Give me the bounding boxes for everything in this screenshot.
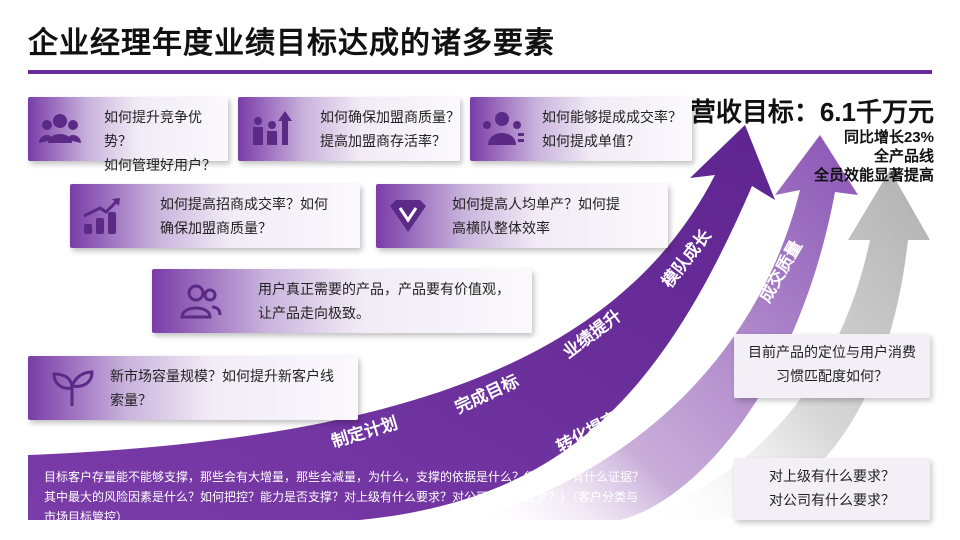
card-line: 如何提高招商成交率？如何 [160,196,328,212]
card-line: 对公司有什么要求？ [769,492,895,508]
purple-arrow [28,125,775,520]
card-line: 如何确保加盟商质量？ [320,109,460,125]
bottom-note: 目标客户存量能不能够支撑，那些会有大增量，那些会减量，为什么，支撑的依据是什么？… [28,455,648,524]
question-card: 如何提升竞争优势？ 如何管理好用户？ [28,97,228,173]
card-line: 提高加盟商存活率？ [320,133,446,149]
goal-line: 同比增长23% [843,129,934,146]
card-line: 如何提升竞争优势？ [104,109,202,149]
card-line: 目前产品的定位与用户消费 [748,344,916,360]
card-line: 对上级有什么要求？ [769,468,895,484]
goal-main: 营收目标：6.1千万元 [689,97,934,127]
diamond-icon [390,200,426,232]
question-card: 如何能够提成成交率？ 如何提成单值？ [470,97,692,161]
card-line: 高横队整体效率 [452,220,550,236]
growth-people-icon [253,111,292,145]
revenue-goal: 营收目标：6.1千万元 同比增长23% 全产品线 全员效能显著提高 [690,96,934,185]
question-card: 如何提高招商成交率？如何 确保加盟商质量？ [70,184,360,248]
card-line: 让产品走向极致。 [258,305,370,321]
card-line: 索量？ [110,392,152,408]
card-line: 习惯匹配度如何？ [776,368,888,384]
team-icon [483,112,524,145]
sprout-icon [52,370,94,406]
question-card-right: 对上级有什么要求？ 对公司有什么要求？ [734,458,930,520]
page-title: 企业经理年度业绩目标达成的诸多要素 [28,27,555,60]
goal-line: 全员效能显著提高 [813,167,934,184]
card-line: 如何管理好用户？ [104,157,216,173]
card-line: 如何提成单值？ [542,133,640,149]
title-divider [28,70,932,74]
question-card: 新市场容量规模？如何提升新客户线 索量？ [28,356,358,420]
users-icon [39,114,81,143]
question-card: 如何提高人均单产？如何提 高横队整体效率 [376,184,668,248]
card-line: 确保加盟商质量？ [160,220,272,236]
bar-chart-icon [83,198,120,234]
bottom-note-text: 目标客户存量能不能够支撑，那些会有大增量，那些会减量，为什么，支撑的依据是什么？… [44,470,645,524]
question-card-right: 目前产品的定位与用户消费 习惯匹配度如何？ [734,334,930,398]
question-card: 用户真正需要的产品，产品要有价值观， 让产品走向极致。 [152,269,532,333]
card-line: 用户真正需要的产品，产品要有价值观， [258,281,510,297]
goal-line: 全产品线 [873,148,934,165]
card-line: 新市场容量规模？如何提升新客户线 [110,368,334,384]
question-card: 如何确保加盟商质量？ 提高加盟商存活率？ [238,97,460,161]
people-icon [180,284,222,319]
card-line: 如何提高人均单产？如何提 [452,196,620,212]
card-line: 如何能够提成成交率？ [542,109,682,125]
mid-arrow [470,135,858,520]
